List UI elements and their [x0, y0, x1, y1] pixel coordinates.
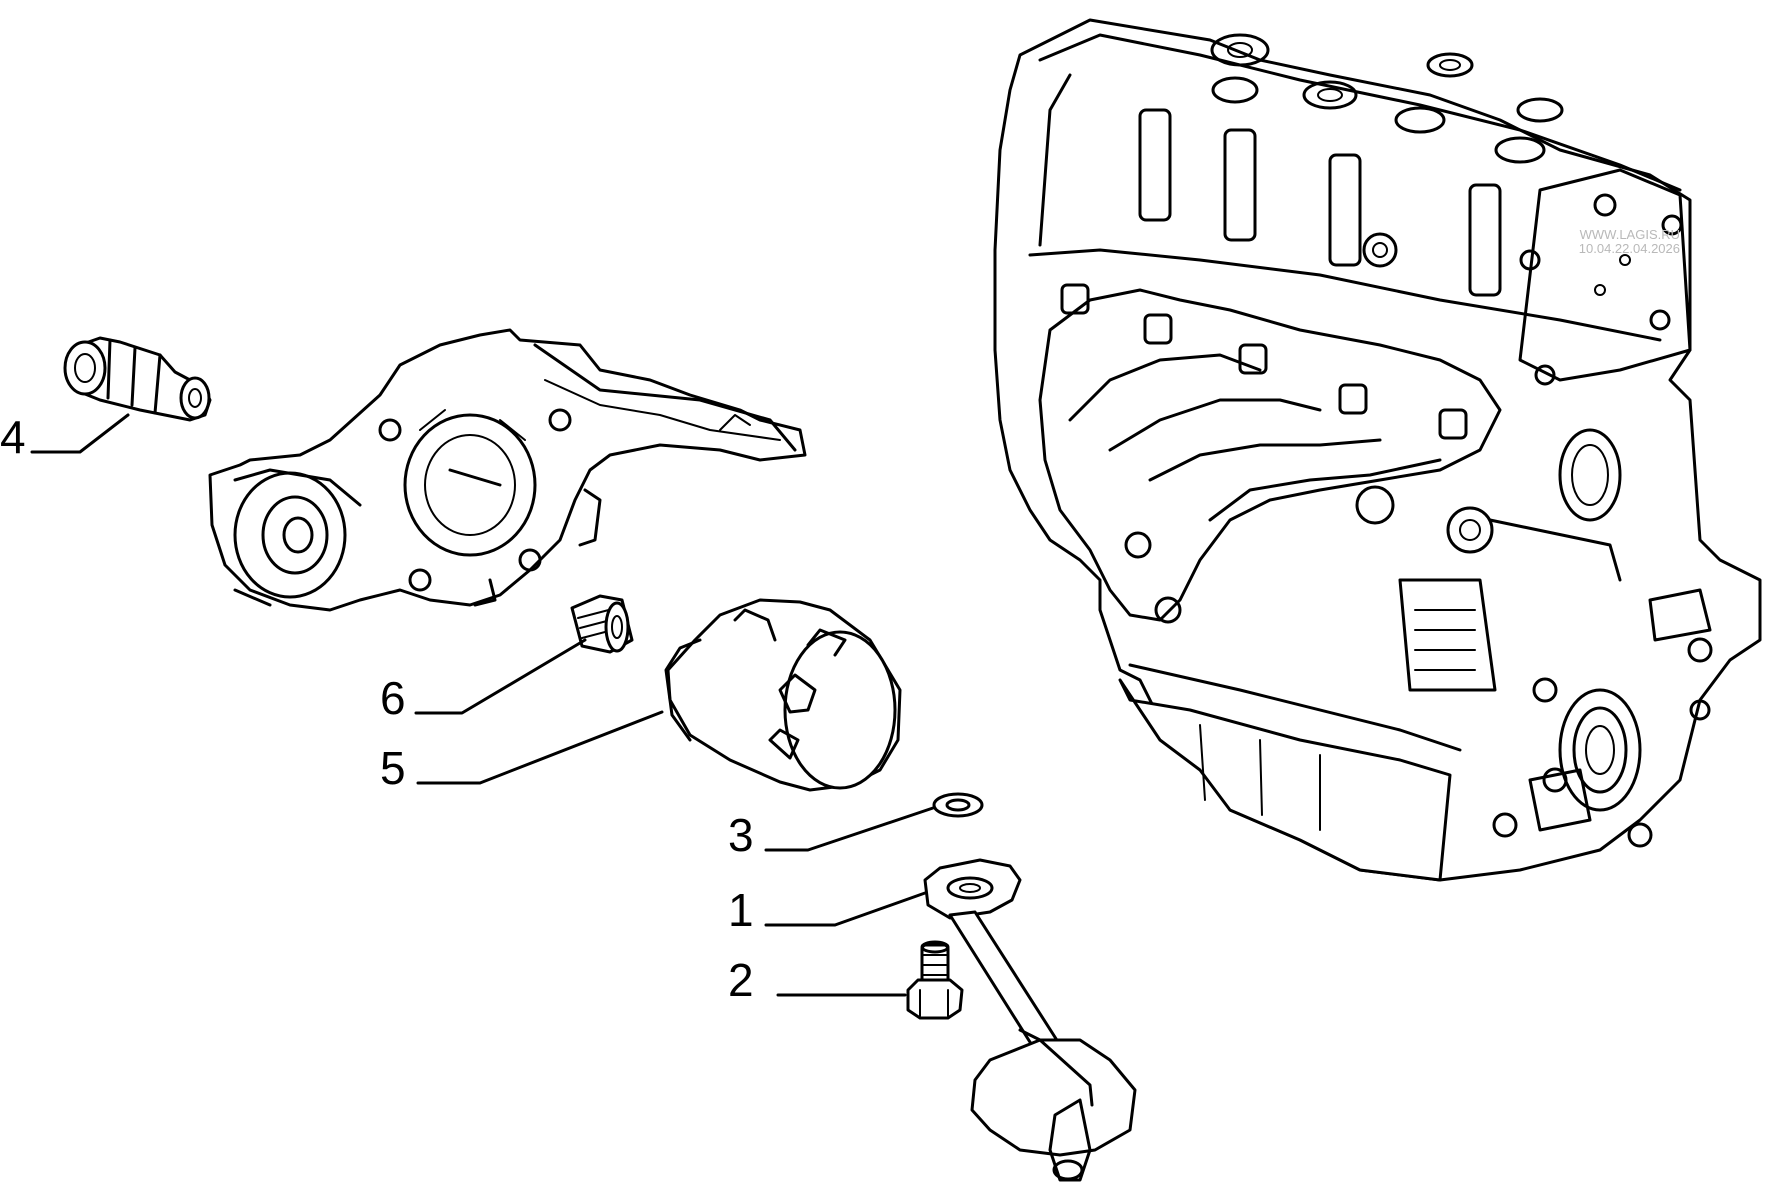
- watermark: WWW.LAGIS.RU 10.04.22.04.2026: [1540, 227, 1680, 257]
- callout-label-4: 4: [0, 411, 26, 463]
- leader-line-1: [764, 891, 927, 927]
- part-6-threaded-plug: [570, 594, 634, 654]
- part-5-oil-filter: [664, 598, 902, 792]
- oil-pump-housing-drawing: [208, 328, 807, 612]
- watermark-line-1: WWW.LAGIS.RU: [1579, 227, 1680, 242]
- part-2-bolt: [906, 940, 964, 1020]
- callout-label-3: 3: [728, 809, 754, 861]
- leader-lines: [30, 413, 935, 997]
- callout-label-6: 6: [380, 672, 406, 724]
- leader-line-6: [414, 638, 587, 715]
- engine-block-drawing: [993, 18, 1762, 882]
- leader-line-4: [30, 413, 130, 454]
- part-4-oil-pressure-switch: [63, 336, 212, 422]
- part-1-oil-pickup: [923, 858, 1137, 1182]
- watermark-line-2: 10.04.22.04.2026: [1578, 241, 1680, 257]
- leader-line-5: [416, 710, 664, 785]
- leader-line-3: [764, 806, 935, 852]
- callout-label-1: 1: [728, 884, 754, 936]
- callout-label-2: 2: [728, 954, 754, 1006]
- callout-label-5: 5: [380, 742, 406, 794]
- part-3-washer: [932, 792, 984, 818]
